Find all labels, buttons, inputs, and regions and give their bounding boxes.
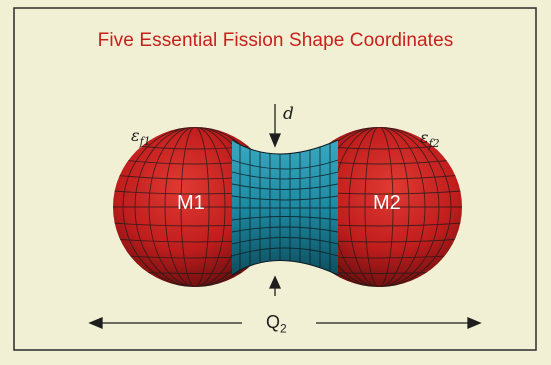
figure-title: Five Essential Fission Shape Coordinates [0,30,551,52]
mass-label-m2: M2 [373,192,401,215]
deformation-label-left: εf1 [131,126,151,148]
mass-label-m1: M1 [177,192,205,215]
elongation-label-q2: Q2 [266,312,287,336]
neck-parameter-d: d [283,104,294,124]
deformation-label-right: εf2 [420,128,440,150]
neck-region [232,140,338,275]
